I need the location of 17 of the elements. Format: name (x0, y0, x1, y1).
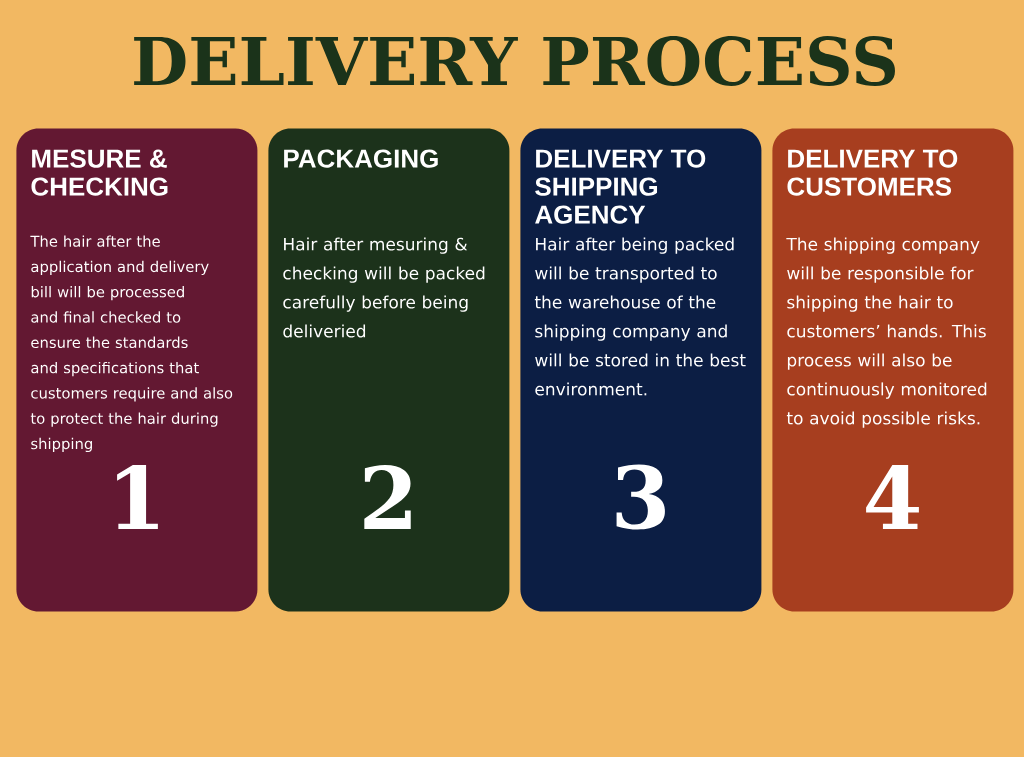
step-card (772, 128, 1014, 612)
card-text: Hair after mesuring & checking will be packed carefully before being deliveried (283, 237, 485, 338)
card-heading: DELIVERY TO SHIPPING AGENCY (535, 149, 706, 224)
card-heading: PACKAGING (284, 149, 438, 168)
step-number: 3 (616, 464, 665, 530)
step-card (16, 128, 258, 612)
card-heading: DELIVERY TO CUSTOMERS (787, 149, 958, 196)
card-text: The shipping company will be responsible for shipping the hair to customers’ hands. This process will also be continuously monitored to avoid possible risks. (786, 237, 987, 428)
step-card (268, 128, 510, 612)
card-text: The hair after the application and delivery bill will be processed and final checked to ensure the standards and specifications that customers require and also to protect the hair during shipping (30, 235, 233, 453)
title: DELIVERY PROCESS (134, 36, 895, 86)
card-text: Hair after being packed will be transported to the warehouse of the shipping company and will be stored in the best environment. (534, 237, 746, 396)
step-number: 4 (866, 465, 919, 529)
card-heading: MESURE & CHECKING (31, 149, 168, 196)
step-number: 1 (117, 465, 158, 529)
step-card (520, 128, 762, 612)
step-number: 2 (364, 465, 411, 529)
